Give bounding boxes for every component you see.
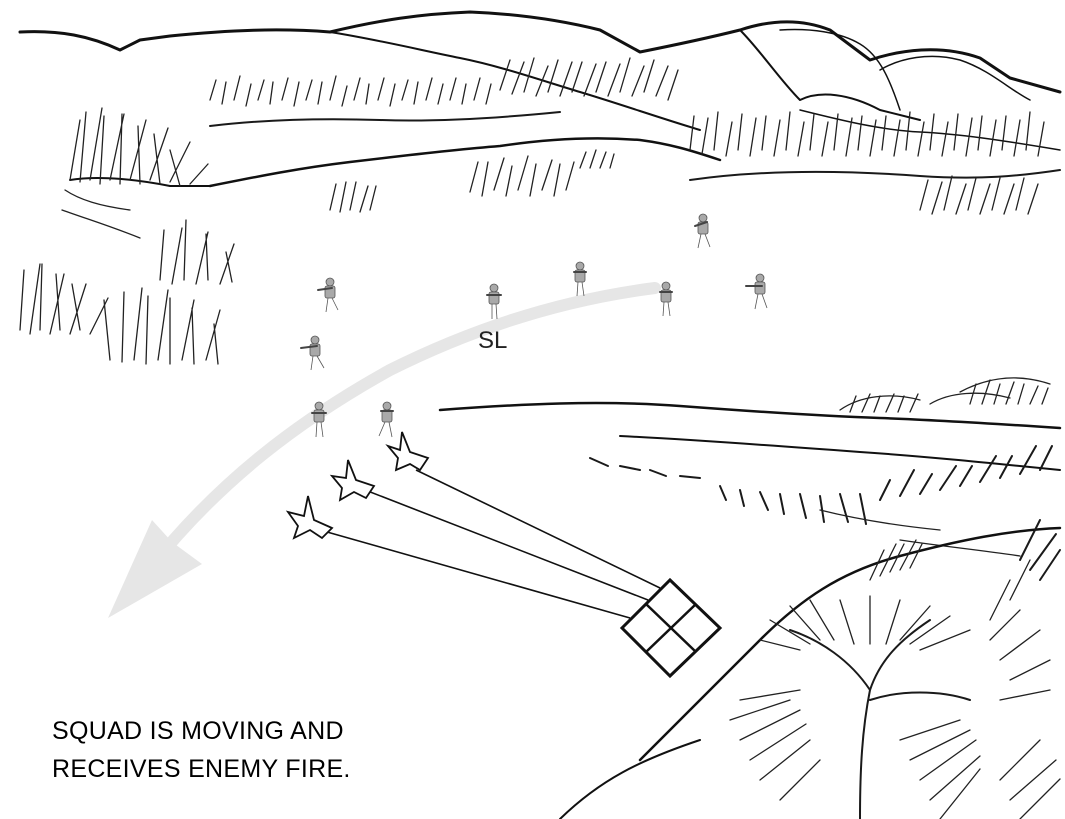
- movement-arrow: [108, 288, 655, 618]
- enemy-position-icon: [622, 580, 720, 676]
- left-bushes: [20, 108, 234, 364]
- caption-line-2: RECEIVES ENEMY FIRE.: [52, 750, 351, 788]
- enemy-fire-lines: [320, 470, 660, 618]
- soldier-figure: [301, 336, 324, 370]
- soldier-figure: [318, 278, 338, 312]
- soldier-figure: [660, 282, 672, 316]
- soldier-figure: [379, 402, 393, 437]
- muzzle-burst-icon: [288, 496, 332, 538]
- soldier-figure: [695, 214, 710, 248]
- soldier-figure: [574, 262, 586, 296]
- muzzle-burst-icon: [332, 460, 374, 500]
- right-terrain: [440, 378, 1060, 819]
- soldier-figure: [487, 284, 501, 319]
- muzzle-burst-icon: [388, 432, 428, 470]
- foreground-trees: [730, 520, 1060, 819]
- far-scrub: [210, 58, 1060, 214]
- squad-leader-label: SL: [478, 327, 507, 354]
- mountain-ridges: [20, 12, 1060, 186]
- soldier-figure: [746, 274, 767, 309]
- caption: SQUAD IS MOVING AND RECEIVES ENEMY FIRE.: [52, 712, 351, 788]
- caption-line-1: SQUAD IS MOVING AND: [52, 712, 351, 750]
